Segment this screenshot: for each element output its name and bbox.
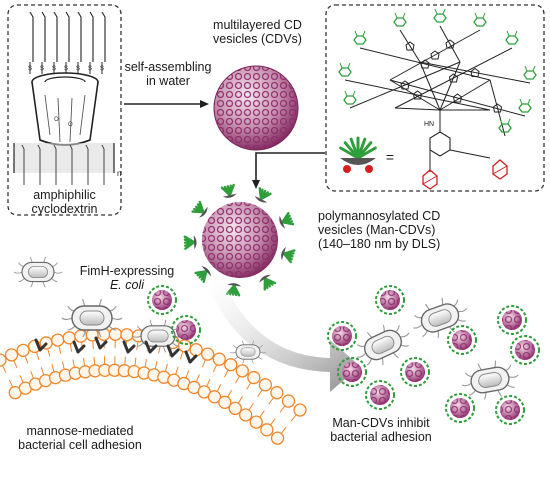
functionalization-arrow <box>252 153 325 189</box>
bacteria-line2: E. coli <box>72 278 182 292</box>
adhesion-label: mannose-mediated bacterial cell adhesion <box>0 424 160 452</box>
inhibit-line2: bacterial adhesion <box>316 430 446 444</box>
man-cdv-small-icon <box>498 306 526 334</box>
svg-text:O: O <box>54 117 59 123</box>
cdv-line1: multilayered CD <box>205 18 310 32</box>
bacteria-line1: FimH-expressing <box>72 264 182 278</box>
assembly-label: self-assembling in water <box>118 60 218 88</box>
dendron-glyph-icon <box>340 138 376 173</box>
man-cdv-small-icon <box>172 316 200 344</box>
inhibit-line1: Man-CDVs inhibit <box>316 416 446 430</box>
assembly-line2: in water <box>118 74 218 88</box>
man-cdv-small-icon <box>366 381 394 409</box>
man-cdv-small-icon <box>328 322 356 350</box>
amide-label: HN <box>420 118 438 132</box>
man-cdv-small-icon <box>511 336 539 364</box>
cdv-line2: vesicles (CDVs) <box>205 32 310 46</box>
cdv-label: multilayered CD vesicles (CDVs) <box>205 18 310 46</box>
assembly-arrow <box>124 100 209 108</box>
cdv-vesicle-icon <box>214 66 298 150</box>
man-cdv-small-icon <box>446 394 474 422</box>
equals-sign: = <box>382 150 398 164</box>
cd-name-label: amphiphilic cyclodextrin <box>12 188 117 216</box>
assembly-line1: self-assembling <box>118 60 218 74</box>
cd-name-line1: amphiphilic <box>12 188 117 202</box>
repeat-unit-label: n <box>117 169 121 178</box>
adhesion-line2: bacterial cell adhesion <box>0 438 160 452</box>
mancdv-line3: (140–180 nm by DLS) <box>318 237 468 251</box>
man-cdv-small-icon <box>401 358 429 386</box>
peg-chain-icon <box>14 143 114 173</box>
glycodendron-structure <box>339 9 536 189</box>
bacterium-icon <box>14 257 62 287</box>
bacterium-icon <box>350 317 417 374</box>
cyclodextrin-cone-icon: O O <box>32 73 98 145</box>
mancdv-label: polymannosylated CD vesicles (Man-CDVs) … <box>318 209 468 251</box>
cd-name-line2: cyclodextrin <box>12 202 117 216</box>
man-cdv-small-icon <box>376 286 404 314</box>
man-cdv-small-icon <box>496 396 524 424</box>
adhesion-line1: mannose-mediated <box>0 424 160 438</box>
mancdv-line2: vesicles (Man-CDVs) <box>318 223 468 237</box>
mancdv-line1: polymannosylated CD <box>318 209 468 223</box>
man-cdv-vesicle-icon <box>185 185 295 296</box>
inhibit-label: Man-CDVs inhibit bacterial adhesion <box>316 416 446 444</box>
bacteria-label: FimH-expressing E. coli <box>72 264 182 292</box>
alkyl-chains-icon: SSSSSSS <box>28 12 105 74</box>
svg-text:O: O <box>68 122 73 128</box>
